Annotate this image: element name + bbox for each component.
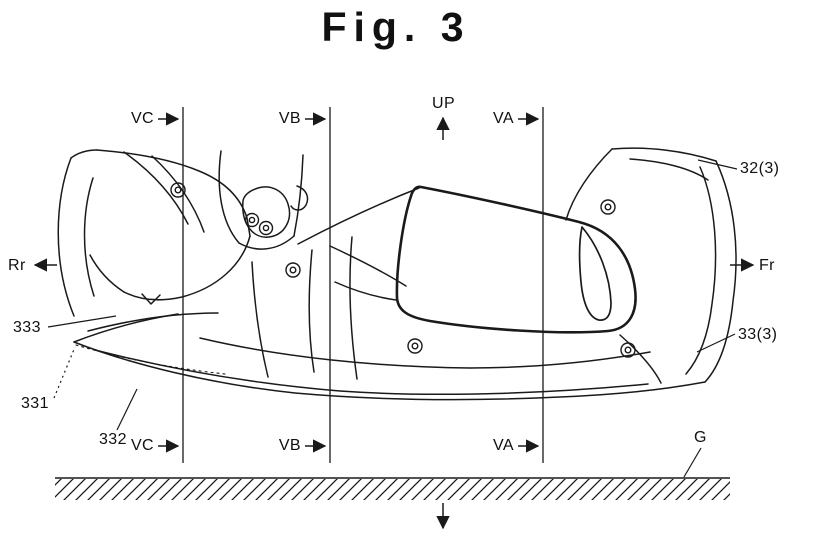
- rear-panel-join: [89, 254, 125, 293]
- ref-label-331: 331: [21, 395, 49, 412]
- panel-crease: [199, 337, 471, 369]
- left-point-dotted: [75, 344, 226, 375]
- rear-wheel-arc: [57, 157, 75, 317]
- duct-inner-wall: [578, 226, 612, 321]
- panel-crease: [308, 249, 315, 373]
- section-lines: [182, 107, 544, 463]
- cowl-bottom-edge: [73, 341, 706, 401]
- leader-331: [53, 346, 76, 399]
- duct-opening-outline: [395, 185, 637, 334]
- section-label-vc-top: VC: [130, 110, 154, 127]
- ground: [55, 477, 730, 500]
- panel-crease: [469, 351, 651, 369]
- leader-ground: [683, 447, 702, 478]
- tip-detail: [141, 293, 161, 305]
- front-label: Fr: [759, 257, 775, 274]
- ref-label-332: 332: [99, 431, 127, 448]
- up-label: UP: [432, 95, 456, 112]
- section-label-vb-bottom: VB: [278, 437, 301, 454]
- bracket-bottom: [238, 235, 295, 250]
- direction-arrows: [33, 112, 755, 530]
- bracket-hook: [290, 185, 309, 211]
- panel-crease: [329, 245, 407, 287]
- ground-label: G: [694, 429, 707, 446]
- rear-wheel-arc-inner: [83, 177, 95, 297]
- section-label-vc-bottom: VC: [130, 437, 154, 454]
- cowl-drawing: [57, 147, 737, 401]
- left-point-top-edge: [73, 313, 179, 343]
- leader-333: [47, 315, 117, 328]
- section-label-va-bottom: VA: [493, 437, 514, 454]
- cowl-bottom-flange: [94, 349, 649, 396]
- rear-panel-line: [123, 151, 189, 225]
- rear-panel-line: [151, 155, 205, 233]
- rear-label: Rr: [8, 257, 26, 274]
- front-band-lower-join: [619, 334, 662, 384]
- ref-label-333: 333: [13, 319, 41, 336]
- rear-wheel-arc: [70, 149, 98, 159]
- bracket-left-edge: [218, 150, 240, 244]
- bolt-rivets: [170, 182, 636, 358]
- front-band-crease: [629, 158, 709, 181]
- section-label-va-top: VA: [493, 110, 514, 127]
- rear-panel-bottom-edge: [123, 235, 251, 301]
- figure-title: Fig. 3: [321, 4, 471, 50]
- leader-33: [696, 333, 736, 353]
- ground-hatching: [55, 479, 730, 500]
- panel-crease: [334, 281, 397, 301]
- ref-label-33: 33(3): [738, 326, 778, 343]
- front-band-top-edge: [611, 147, 717, 162]
- bracket-boss: [242, 186, 291, 238]
- bracket-right-edge: [293, 154, 304, 237]
- front-band-outer-edge: [704, 160, 737, 383]
- front-band-parallel: [685, 166, 717, 375]
- left-edge-line: [87, 312, 219, 332]
- cowl-top-edge: [297, 187, 420, 245]
- ref-label-32: 32(3): [740, 160, 780, 177]
- section-label-vb-top: VB: [278, 110, 301, 127]
- leader-332: [116, 388, 138, 431]
- panel-crease: [251, 261, 269, 378]
- front-band-inner-edge: [565, 148, 613, 221]
- rear-panel-top-edge: [96, 149, 251, 237]
